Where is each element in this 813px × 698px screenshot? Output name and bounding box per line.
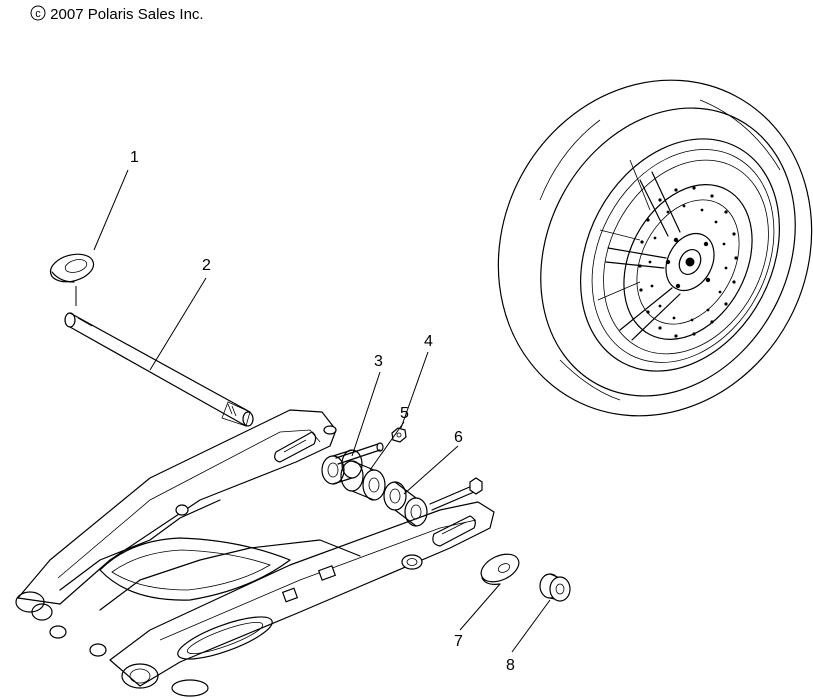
callout-3: 3 bbox=[374, 353, 383, 370]
part-8-axle-nut bbox=[539, 573, 571, 602]
part-3-bolt bbox=[335, 442, 384, 465]
callout-7: 7 bbox=[454, 633, 463, 650]
callout-5: 5 bbox=[400, 405, 409, 422]
part-7-adjuster-plate bbox=[480, 553, 520, 585]
copyright-icon: c bbox=[30, 5, 46, 21]
callout-numbers: 1 2 3 4 5 6 7 8 bbox=[130, 149, 515, 674]
copyright-text: 2007 Polaris Sales Inc. bbox=[50, 6, 204, 23]
leader-lines bbox=[75, 169, 551, 653]
spacer-collar bbox=[321, 449, 363, 485]
copyright-notice: c 2007 Polaris Sales Inc. bbox=[30, 5, 204, 23]
callout-2: 2 bbox=[202, 257, 211, 274]
part-5-spacer bbox=[340, 460, 386, 501]
svg-text:c: c bbox=[35, 8, 41, 20]
callout-1: 1 bbox=[130, 149, 139, 166]
adjuster-bolt bbox=[429, 477, 483, 511]
callout-6: 6 bbox=[454, 429, 463, 446]
swingarm bbox=[15, 409, 495, 697]
rear-wheel bbox=[497, 79, 813, 417]
callout-8: 8 bbox=[506, 657, 515, 674]
part-2-axle bbox=[64, 312, 254, 427]
part-1-clip bbox=[49, 253, 95, 283]
part-6-bushing bbox=[383, 481, 428, 527]
part-4-nut bbox=[391, 427, 407, 443]
callout-4: 4 bbox=[424, 333, 433, 350]
